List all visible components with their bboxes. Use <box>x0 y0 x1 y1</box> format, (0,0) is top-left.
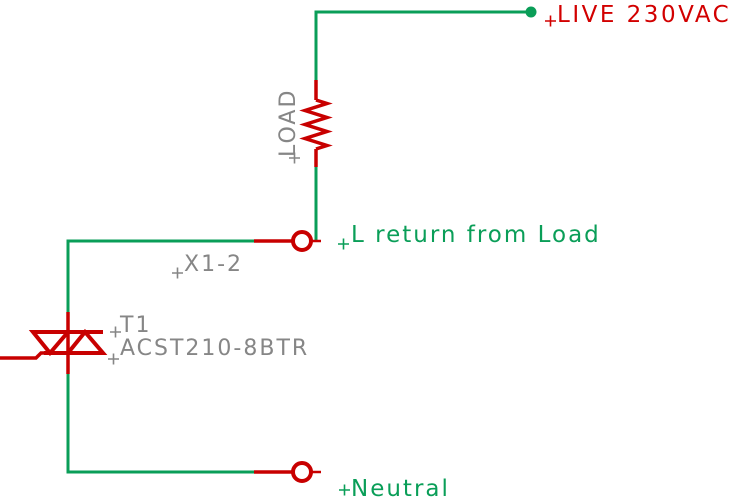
triac-gate-lead <box>0 351 56 360</box>
triac-symbol <box>0 312 108 374</box>
connector-circle-upper <box>291 230 313 252</box>
wire-left-upper <box>66 239 256 314</box>
anchor-cross-x1-2 <box>172 267 183 279</box>
anchor-cross-live <box>545 15 556 27</box>
anchor-cross-acst <box>108 353 119 365</box>
triac-ref-label: T1 <box>120 313 152 338</box>
connector-pin-lower <box>254 461 321 483</box>
net-label-neutral: Neutral <box>351 476 450 500</box>
net-label-l-return: L return from Load <box>351 222 601 248</box>
resistor-symbol <box>299 80 333 167</box>
anchor-cross-l-return <box>338 238 349 250</box>
resistor-ref-label: LOAD <box>276 88 301 157</box>
triac-right-triangle <box>63 328 108 355</box>
wire-left-lower <box>66 372 256 474</box>
connector-ref-label: X1-2 <box>184 252 244 277</box>
wire-live-top <box>314 10 530 82</box>
triac-left-triangle <box>28 330 73 357</box>
triac-value-label: ACST210-8BTR <box>120 336 310 361</box>
anchor-cross-neutral <box>339 484 350 496</box>
connector-pin-upper <box>254 230 321 252</box>
anchor-cross-load <box>289 152 300 164</box>
anchor-cross-t1 <box>110 326 121 338</box>
resistor-zigzag <box>299 98 333 151</box>
wire-end-dot <box>525 6 537 18</box>
connector-circle-lower <box>291 461 313 483</box>
net-label-live: LIVE 230VAC <box>557 2 732 28</box>
